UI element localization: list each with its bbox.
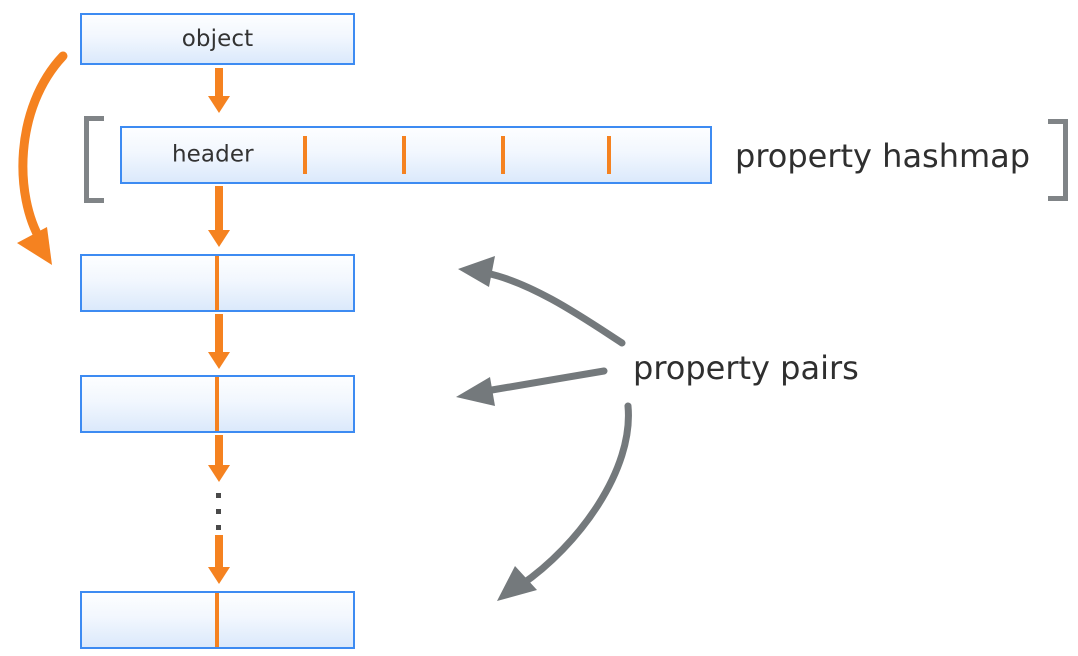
box-header-label: header: [172, 141, 254, 168]
thread-segment-pair-1: [215, 256, 219, 310]
box-object-label: object: [181, 25, 254, 52]
curved-arrow-head: [17, 227, 52, 265]
callout-arrow-path: [482, 269, 626, 347]
header-tick-1: [303, 136, 307, 174]
callout-arrow-path: [482, 367, 608, 395]
ellipsis-dot-3: [216, 525, 221, 530]
callout-arrow-head: [458, 256, 495, 287]
callout-arrow-to-pair-1: [458, 256, 626, 347]
header-tick-4: [607, 136, 611, 174]
ellipsis-dot-2: [216, 509, 221, 514]
label-property-pairs: property pairs: [633, 349, 859, 387]
bracket-left: [84, 116, 104, 203]
arrow-shaft: [215, 435, 223, 467]
arrow-head: [208, 352, 230, 369]
box-object: object: [80, 13, 355, 65]
arrow-shaft: [215, 186, 223, 232]
arrow-shaft: [215, 314, 223, 354]
box-header: header: [120, 126, 712, 184]
curved-arrow-object-to-pair-1: [17, 51, 68, 265]
curved-arrow-path: [18, 51, 68, 246]
header-tick-3: [501, 136, 505, 174]
arrow-shaft: [215, 68, 223, 98]
arrow-head: [208, 465, 230, 482]
arrow-shaft: [215, 535, 223, 569]
callout-arrow-head: [456, 377, 495, 406]
bracket-right: [1048, 119, 1068, 201]
arrow-head: [208, 230, 230, 247]
callout-arrow-to-pair-2: [456, 367, 608, 406]
thread-segment-pair-n: [215, 593, 219, 647]
label-property-hashmap: property hashmap: [735, 137, 1031, 175]
callout-arrow-path: [517, 402, 632, 589]
header-tick-2: [402, 136, 406, 174]
thread-segment-pair-2: [215, 377, 219, 431]
callout-arrow-to-pair-n: [497, 402, 632, 601]
callout-arrow-head: [497, 566, 537, 601]
ellipsis-dot-1: [216, 493, 221, 498]
arrow-head: [208, 96, 230, 113]
arrow-head: [208, 567, 230, 584]
